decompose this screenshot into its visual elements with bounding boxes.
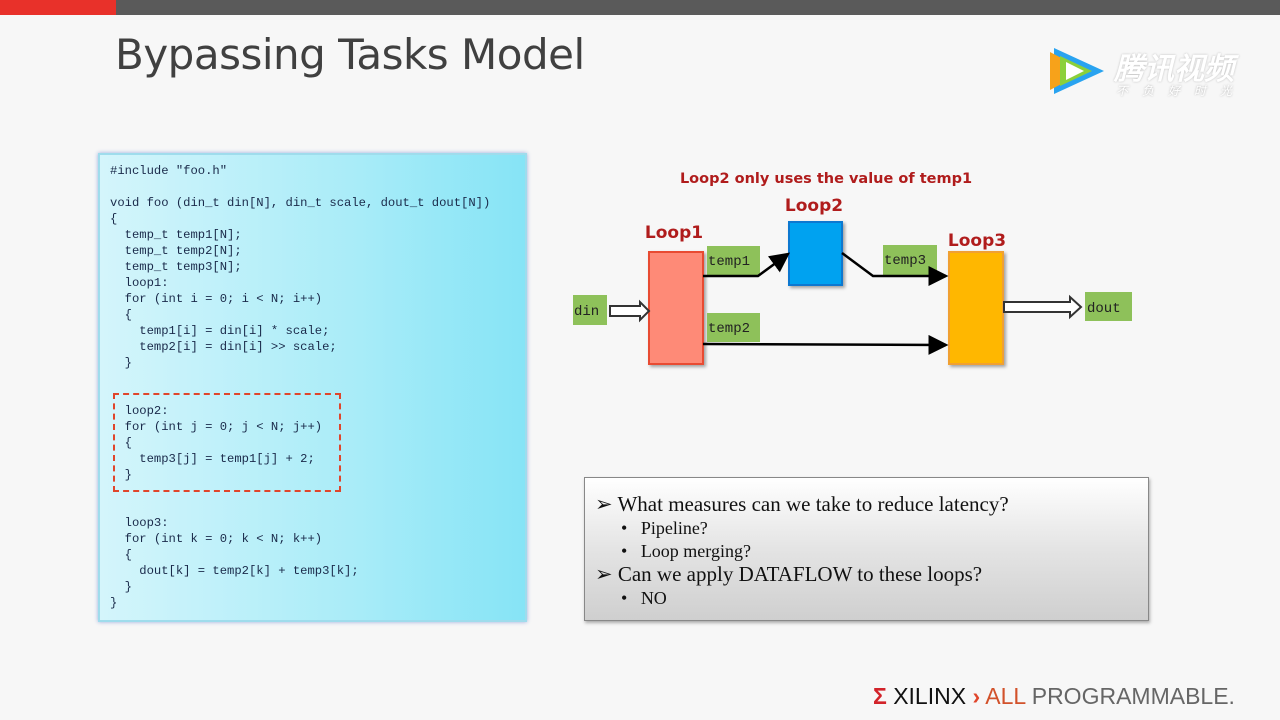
item-text: NO xyxy=(640,588,667,608)
watermark-name: 腾讯视频 xyxy=(1114,53,1234,86)
question-2-item: • NO xyxy=(621,588,667,608)
question-1-item: • Loop merging? xyxy=(621,541,751,561)
code-lines: #include "foo.h" void foo (din_t din[N], … xyxy=(110,163,490,611)
dout-arrow xyxy=(1003,294,1083,320)
code-line: { xyxy=(110,212,118,226)
diagram-caption: Loop2 only uses the value of temp1 xyxy=(680,171,972,187)
code-line: } xyxy=(110,580,132,594)
code-line: temp2[i] = din[i] >> scale; xyxy=(110,340,337,354)
xilinx-footer-logo: Σ XILINX › ALL PROGRAMMABLE. xyxy=(873,683,1235,710)
din-arrow xyxy=(609,299,651,323)
temp1-text: temp1 xyxy=(708,254,750,270)
loop1-label: Loop1 xyxy=(645,223,703,243)
code-line: } xyxy=(110,596,118,610)
code-line: temp_t temp3[N]; xyxy=(110,260,242,274)
code-line: { xyxy=(110,436,132,450)
question-2: ➢ Can we apply DATAFLOW to these loops? xyxy=(595,562,983,586)
temp3-text: temp3 xyxy=(884,253,926,269)
code-line: { xyxy=(110,308,132,322)
temp2-tag xyxy=(707,313,760,342)
question-1: ➢ What measures can we take to reduce la… xyxy=(595,492,1009,516)
item-text: Loop merging? xyxy=(640,541,751,561)
code-line: dout[k] = temp2[k] + temp3[k]; xyxy=(110,564,359,578)
accent-bar xyxy=(0,0,116,15)
questions-box: ➢ What measures can we take to reduce la… xyxy=(584,477,1149,621)
loop2-highlight-box xyxy=(113,393,341,492)
temp3-tag xyxy=(883,245,937,275)
dout-text: dout xyxy=(1087,301,1121,317)
code-line: temp3[j] = temp1[j] + 2; xyxy=(110,452,315,466)
top-bar xyxy=(0,0,1280,15)
code-line: { xyxy=(110,548,132,562)
code-line: loop2: xyxy=(110,404,169,418)
code-panel xyxy=(98,153,527,622)
code-line: #include "foo.h" xyxy=(110,164,228,178)
tencent-video-watermark: 腾讯视频 不负好时光 xyxy=(1046,42,1246,102)
code-line: } xyxy=(110,468,132,482)
code-line: } xyxy=(110,356,132,370)
play-logo-icon xyxy=(1050,48,1104,94)
page-title: Bypassing Tasks Model xyxy=(115,30,585,79)
watermark-tagline: 不负好时光 xyxy=(1116,84,1247,98)
item-text: Pipeline? xyxy=(640,518,708,538)
code-line: void foo (din_t din[N], din_t scale, dou… xyxy=(110,196,491,210)
code-line: temp_t temp2[N]; xyxy=(110,244,242,258)
din-text: din xyxy=(574,304,599,320)
tagline-all: ALL xyxy=(985,683,1026,709)
loop3-label: Loop3 xyxy=(948,231,1006,251)
chevron-icon: › xyxy=(972,683,981,709)
question-1-item: • Pipeline? xyxy=(621,518,708,538)
loop2-block xyxy=(788,221,843,286)
xilinx-mark-icon: Σ xyxy=(873,683,887,709)
question-1-text: What measures can we take to reduce late… xyxy=(617,492,1009,516)
temp2-text: temp2 xyxy=(708,321,750,337)
code-line: for (int j = 0; j < N; j++) xyxy=(110,420,323,434)
code-line: for (int i = 0; i < N; i++) xyxy=(110,292,323,306)
tagline-programmable: PROGRAMMABLE. xyxy=(1031,683,1235,709)
loop3-block xyxy=(948,251,1004,365)
temp1-tag xyxy=(707,246,760,276)
code-line: loop1: xyxy=(110,276,169,290)
code-line: loop3: xyxy=(110,516,169,530)
question-2-text: Can we apply DATAFLOW to these loops? xyxy=(617,562,983,586)
code-line: for (int k = 0; k < N; k++) xyxy=(110,532,323,546)
loop1-block xyxy=(648,251,704,365)
loop2-label: Loop2 xyxy=(785,196,843,216)
temp3-arrow xyxy=(841,251,949,286)
temp2-arrow xyxy=(702,334,949,355)
din-tag xyxy=(573,295,607,325)
code-line: temp_t temp1[N]; xyxy=(110,228,242,242)
dout-tag xyxy=(1085,292,1132,321)
temp1-arrow xyxy=(703,252,791,278)
code-line: temp1[i] = din[i] * scale; xyxy=(110,324,330,338)
brand-name: XILINX xyxy=(893,683,967,709)
